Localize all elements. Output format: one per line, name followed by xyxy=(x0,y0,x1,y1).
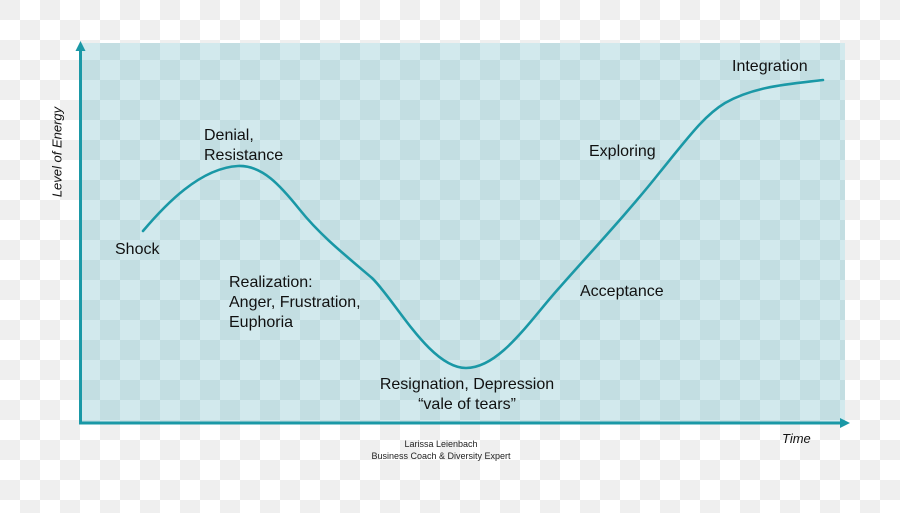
stage-label-acceptance: Acceptance xyxy=(580,283,664,300)
stage-label-shock: Shock xyxy=(115,241,160,258)
stage-label-exploring: Exploring xyxy=(589,143,656,160)
energy-curve xyxy=(141,78,825,370)
stage-label-realization: Realization: Anger, Frustration, Euphori… xyxy=(229,273,361,333)
plot-area xyxy=(82,43,845,422)
y-axis-title: Level of Energy xyxy=(49,106,65,198)
stage-label-denial-line1: Denial, xyxy=(204,127,254,144)
stage-label-integration: Integration xyxy=(732,58,808,75)
x-axis-title: Time xyxy=(782,431,811,446)
stage-label-resignation-line2: “vale of tears” xyxy=(418,396,516,413)
stage-label-realization-line1: Realization: xyxy=(229,274,313,291)
author-name: Larissa Leienbach xyxy=(404,439,478,449)
stage-label-resignation-line1: Resignation, Depression xyxy=(379,376,555,393)
author-title: Business Coach & Diversity Expert xyxy=(371,451,511,461)
stage-label-denial-line2: Resistance xyxy=(204,147,284,164)
author-credit: Larissa Leienbach Business Coach & Diver… xyxy=(371,438,510,462)
y-axis-arrow-icon xyxy=(75,41,86,51)
stage-label-resignation: Resignation, Depression “vale of tears” xyxy=(373,375,561,415)
stage-label-realization-line3: Euphoria xyxy=(229,314,294,331)
stage-label-realization-line2: Anger, Frustration, xyxy=(229,294,361,311)
x-axis-arrow-icon xyxy=(840,418,850,428)
stage-label-denial: Denial, Resistance xyxy=(204,126,283,166)
